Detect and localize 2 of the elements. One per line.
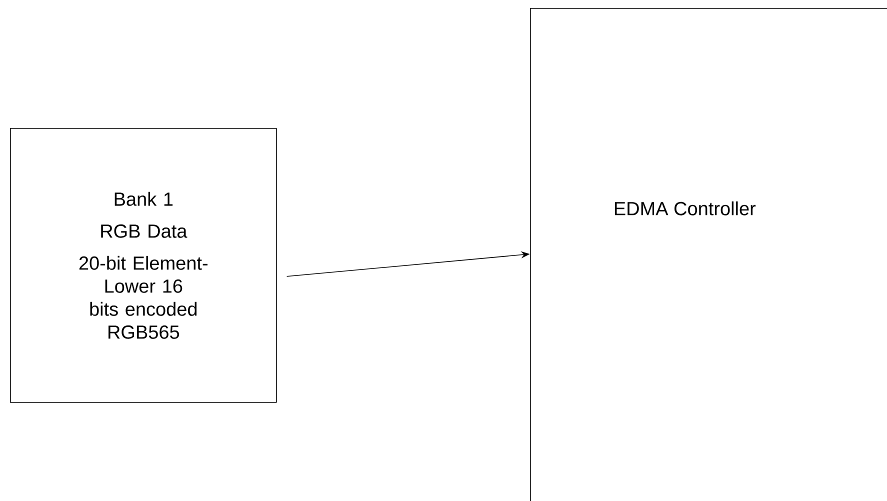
controller-box: EDMA Controller — [530, 8, 887, 501]
memory-bank-box: Bank 1 RGB Data 20-bit Element- Lower 16 bits encoded RGB565 — [10, 128, 277, 403]
